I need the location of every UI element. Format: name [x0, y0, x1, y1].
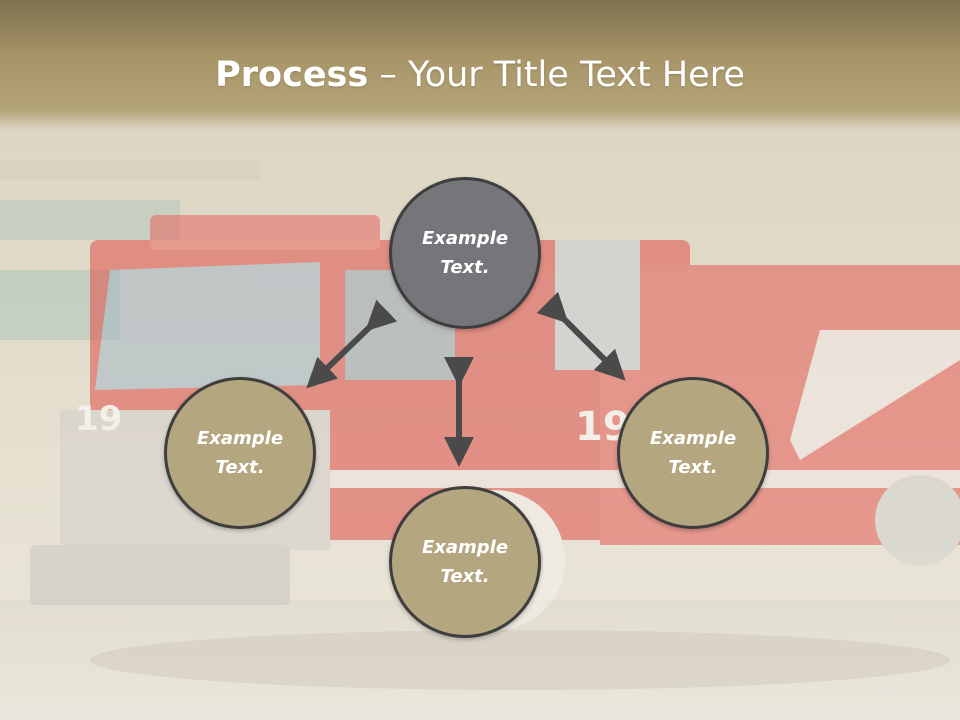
arrow-top-right — [536, 291, 626, 381]
title-band — [0, 0, 960, 130]
process-node-top: Example Text. — [389, 177, 541, 329]
slide-title: Process – Your Title Text Here — [0, 52, 960, 98]
node-top-text: Example Text. — [421, 228, 509, 278]
process-node-left: Example Text. — [164, 377, 316, 529]
process-node-right: Example Text. — [617, 377, 769, 529]
node-bottom-text: Example Text. — [421, 537, 509, 587]
node-right-text: Example Text. — [649, 428, 737, 478]
arrow-top-left — [306, 299, 398, 389]
process-node-bottom: Example Text. — [389, 486, 541, 638]
svg-text:19: 19 — [75, 399, 122, 439]
title-bold: Process — [215, 55, 369, 95]
title-rest: – Your Title Text Here — [368, 55, 745, 95]
node-left-text: Example Text. — [196, 428, 284, 478]
